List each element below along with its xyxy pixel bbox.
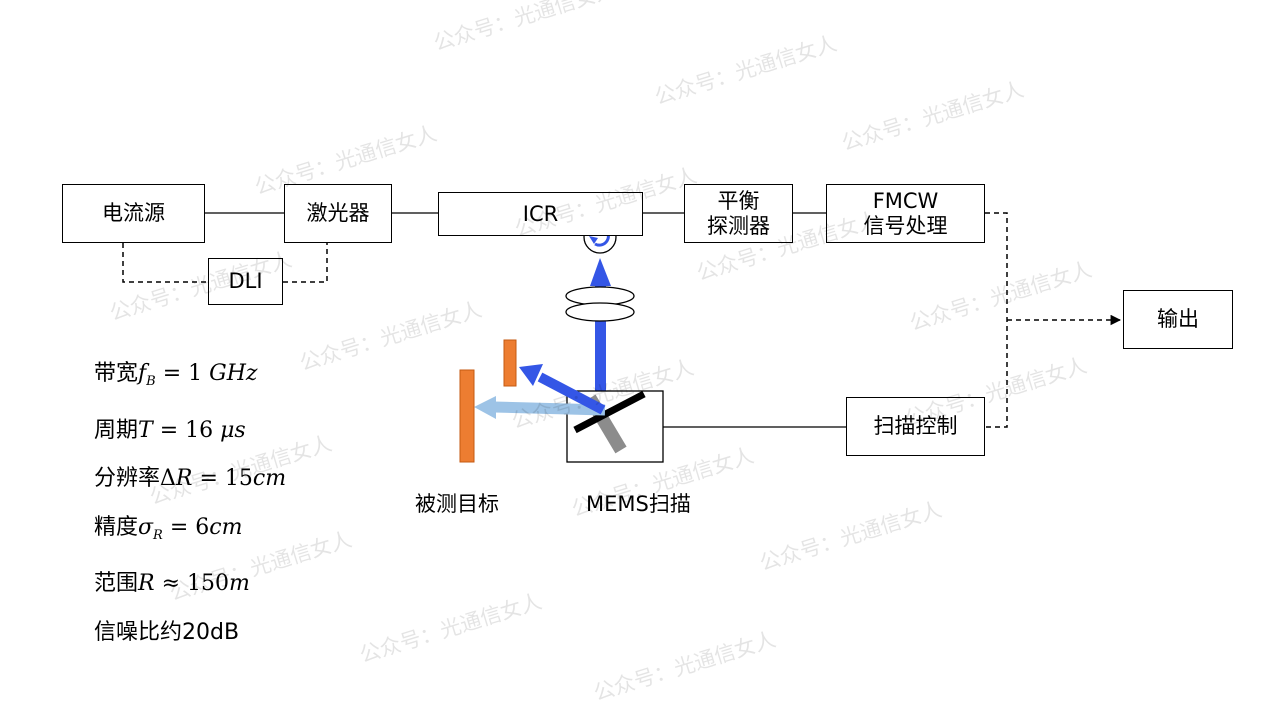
spec-resolution: 分辨率ΔR = 15cm: [94, 466, 287, 491]
spec-list: 带宽fB = 1 GHz 周期T = 16 μs 分辨率ΔR = 15cm 精度…: [94, 350, 286, 657]
output-block: 输出: [1123, 290, 1233, 349]
current-source-label: 电流源: [102, 201, 165, 226]
target-far: [459, 369, 475, 463]
mirror-black: [573, 390, 646, 434]
lens-icon: [565, 302, 635, 322]
laser-label: 激光器: [306, 201, 370, 226]
icr-label: ICR: [522, 201, 559, 226]
spec-bandwidth: 带宽fB = 1 GHz: [94, 361, 258, 389]
mems-label: MEMS扫描: [586, 492, 691, 516]
fmcw-label-2: 信号处理: [863, 213, 948, 238]
dli-block: DLI: [208, 258, 283, 305]
fmcw-label-1: FMCW: [872, 189, 939, 214]
target-near: [503, 339, 517, 387]
icr-block: ICR: [438, 192, 643, 236]
beam-dark: [537, 372, 606, 415]
spec-period: 周期T = 16 μs: [94, 417, 246, 443]
wire-dli-loop: [122, 243, 328, 283]
beam-dark-arrow: [519, 364, 543, 386]
spec-range: 范围R ≈ 150m: [94, 571, 250, 596]
fmcw-processing-block: FMCW 信号处理: [826, 184, 985, 243]
balanced-detector-label-2: 探测器: [707, 213, 770, 238]
wire-output-bus: [985, 212, 1008, 428]
balanced-detector-block: 平衡 探测器: [684, 184, 793, 243]
output-label: 输出: [1157, 307, 1199, 332]
spec-snr: 信噪比约20dB: [94, 619, 240, 645]
beam-vertical: [595, 286, 606, 412]
beam-arrow-up: [590, 258, 611, 286]
beam-light-arrow: [474, 396, 496, 419]
spec-accuracy: 精度σR = 6cm: [94, 514, 243, 543]
balanced-detector-label-1: 平衡: [717, 189, 760, 214]
dli-label: DLI: [228, 269, 263, 294]
laser-block: 激光器: [284, 184, 392, 243]
target-label: 被测目标: [415, 492, 499, 516]
beam-light: [493, 401, 606, 416]
lens-icon: [565, 286, 635, 306]
current-source-block: 电流源: [62, 184, 205, 243]
scan-control-label: 扫描控制: [873, 414, 958, 439]
scan-control-block: 扫描控制: [846, 397, 985, 456]
